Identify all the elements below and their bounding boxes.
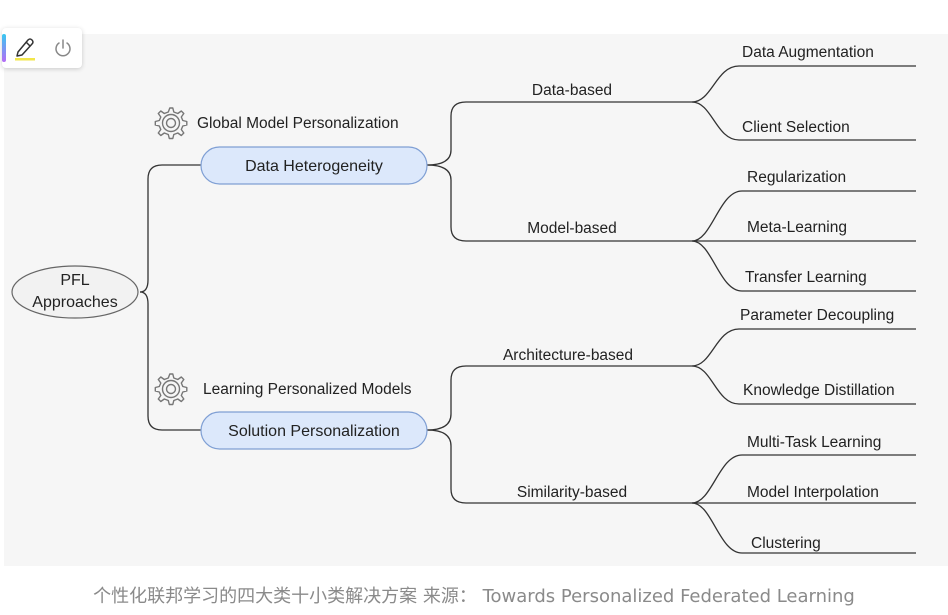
power-icon — [55, 39, 71, 57]
leaf-multi-task-learning: Multi-Task Learning — [747, 434, 881, 451]
annotation-learning-personalized-models: Learning Personalized Models — [203, 381, 412, 398]
highlight-swatch — [15, 58, 35, 61]
root-label-line-1: PFL — [60, 272, 89, 289]
branch-similarity-based: Similarity-based — [517, 484, 627, 501]
mind-map: PFL Approaches Global Model Personalizat… — [11, 44, 916, 554]
leaf-parameter-decoupling: Parameter Decoupling — [740, 307, 894, 324]
leaf-regularization: Regularization — [747, 169, 846, 186]
leaf-meta-learning: Meta-Learning — [747, 219, 847, 236]
node-solution-personalization: Solution Personalization — [200, 411, 428, 450]
pen-button[interactable] — [10, 34, 40, 62]
branch-architecture-based: Architecture-based — [503, 347, 633, 364]
toolbar-accent — [2, 34, 6, 62]
gear-icon — [154, 373, 188, 406]
gear-icon — [154, 107, 188, 140]
leaf-client-selection: Client Selection — [742, 119, 850, 136]
figure-caption: 个性化联邦学习的四大类十小类解决方案 来源： Towards Personali… — [93, 586, 855, 607]
branch-data-based: Data-based — [532, 82, 612, 99]
node-data-heterogeneity: Data Heterogeneity — [200, 146, 428, 185]
power-button[interactable] — [48, 34, 78, 62]
pen-icon — [15, 38, 35, 61]
leaf-model-interpolation: Model Interpolation — [747, 484, 879, 501]
floating-toolbar — [2, 28, 82, 68]
leaf-knowledge-distillation: Knowledge Distillation — [743, 382, 895, 399]
connector-lines — [139, 65, 916, 554]
leaf-clustering: Clustering — [751, 535, 821, 552]
root-label-line-2: Approaches — [32, 294, 117, 311]
diagram-canvas: PFL Approaches Global Model Personalizat… — [4, 34, 948, 566]
leaf-transfer-learning: Transfer Learning — [745, 269, 867, 286]
root-node: PFL Approaches — [11, 265, 139, 319]
annotation-global-model-personalization: Global Model Personalization — [197, 115, 399, 132]
node-solution-personalization-label: Solution Personalization — [228, 423, 400, 440]
leaf-data-augmentation: Data Augmentation — [742, 44, 874, 61]
branch-model-based: Model-based — [527, 220, 617, 237]
node-data-heterogeneity-label: Data Heterogeneity — [245, 158, 383, 175]
